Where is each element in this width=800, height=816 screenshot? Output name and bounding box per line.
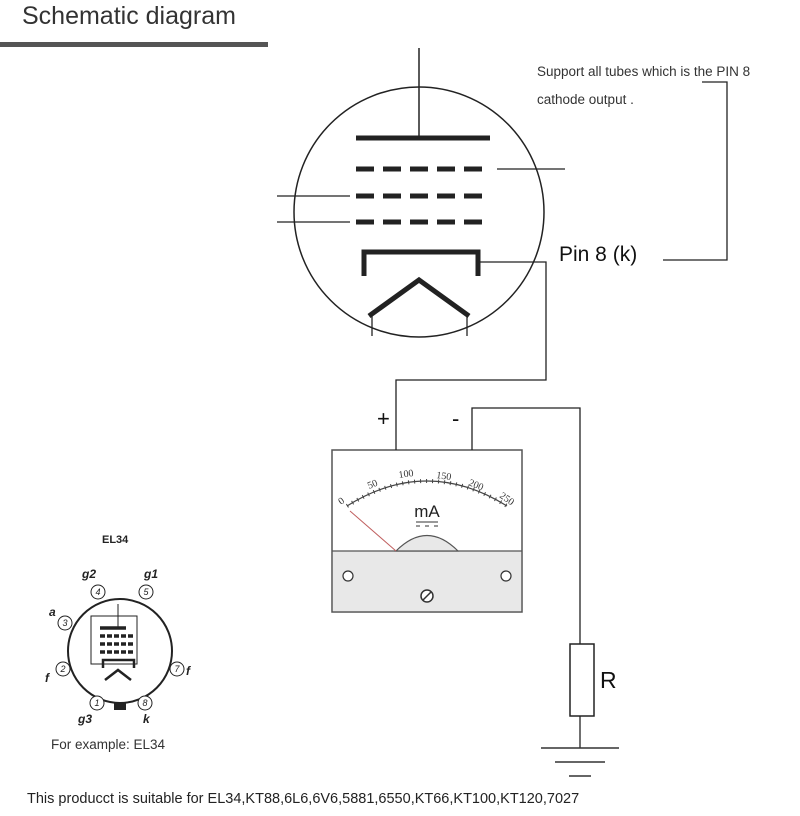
meter-mount-hole-left <box>342 570 354 582</box>
pin-label: g1 <box>143 567 158 581</box>
meter-needle-cover <box>394 535 460 552</box>
pin-number: 7 <box>174 664 180 674</box>
milliammeter: 0 50 100 150 200 250 mA <box>331 438 523 613</box>
vacuum-tube <box>277 48 565 338</box>
meter-scale-ticks <box>345 479 509 508</box>
meter-tick-label: 100 <box>398 468 414 481</box>
note-line-1: Support all tubes which is the PIN 8 <box>537 64 751 79</box>
ground-symbol <box>541 747 619 777</box>
resistor-label: R <box>600 667 617 693</box>
meter-tick-label: 150 <box>436 470 452 483</box>
resistor <box>569 643 595 717</box>
wire-meter-minus-to-resistor <box>471 407 581 644</box>
pinout-title: EL34 <box>102 534 129 546</box>
meter-needle <box>349 510 397 552</box>
el34-pinout-diagram <box>67 598 173 710</box>
meter-mount-hole-right <box>500 570 512 582</box>
meter-tick-label: 200 <box>467 478 485 494</box>
pin-8 <box>137 695 153 711</box>
heater-filament <box>367 276 471 319</box>
pin-label: k <box>143 712 151 726</box>
note-line-2: cathode output . <box>537 92 634 107</box>
pin-number: 5 <box>143 587 149 597</box>
pin-label: f <box>45 671 50 685</box>
pinout-caption: For example: EL34 <box>51 737 166 752</box>
pinout-envelope <box>67 598 173 704</box>
pin-number: 1 <box>94 698 99 708</box>
meter-tick-label: 50 <box>366 478 379 492</box>
minus-terminal-label: - <box>452 406 460 431</box>
pin-label: f <box>186 664 191 678</box>
pinout-inner-frame <box>90 615 138 665</box>
pinout-key <box>114 702 126 710</box>
pin-2 <box>55 661 71 677</box>
wire-note-pointer <box>663 81 728 261</box>
pin-1 <box>89 695 105 711</box>
page-title: Schematic diagram <box>22 2 236 30</box>
title-underline <box>0 42 268 47</box>
pin-7 <box>169 661 185 677</box>
compatibility-note: This producct is suitable for EL34,KT88,… <box>27 791 580 807</box>
pin-label: a <box>49 605 56 619</box>
pin-label: g3 <box>77 712 92 726</box>
pin-3 <box>57 615 73 631</box>
el34-pins: 4 5 3 2 7 1 8 g2 g1 a f f g3 k <box>45 567 191 726</box>
wire-cathode-to-meter-plus <box>395 261 547 438</box>
pin-5 <box>138 584 154 600</box>
meter-unit-label: mA <box>414 502 440 521</box>
cathode <box>361 249 481 276</box>
meter-tick-label: 0 <box>336 496 346 508</box>
pin-4 <box>90 584 106 600</box>
pin-number: 8 <box>142 698 147 708</box>
pin-number: 3 <box>62 618 67 628</box>
plus-terminal-label: + <box>377 406 390 431</box>
pin-number: 2 <box>59 664 65 674</box>
pin8-label: Pin 8 (k) <box>559 243 638 266</box>
pin-label: g2 <box>81 567 96 581</box>
pin-number: 4 <box>95 587 100 597</box>
wiring <box>395 81 728 748</box>
